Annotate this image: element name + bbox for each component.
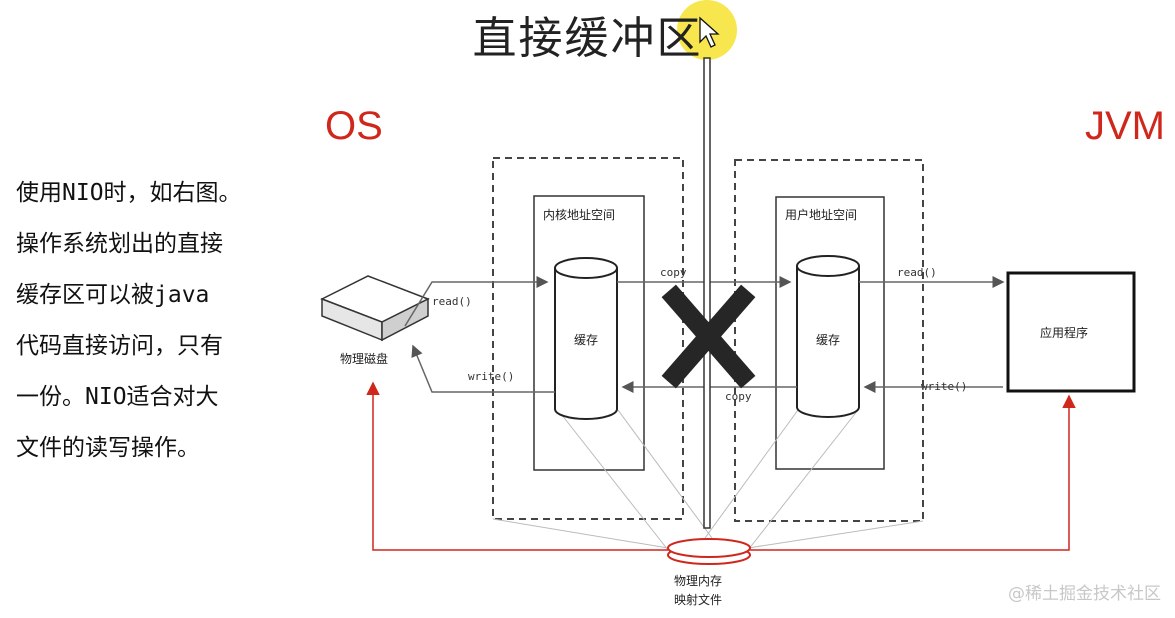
cross-mark-icon [661,284,756,389]
cache-left-label: 缓存 [574,333,599,347]
kernel-space-label: 内核地址空间 [543,208,616,222]
description-line: 使用NIO时，如右图。 [16,180,242,206]
disk-icon [320,275,430,342]
page-title: 直接缓冲区 [472,13,703,64]
cache-right-cylinder [796,255,860,418]
divider-bar [703,57,711,529]
mouse-cursor-icon [699,16,720,48]
write-right-label: write() [921,380,968,393]
app-label: 应用程序 [1040,326,1089,340]
watermark: @稀土掘金技术社区 [1008,584,1161,604]
cache-right-label: 缓存 [816,333,841,347]
user-space-label: 用户地址空间 [785,208,858,222]
description: 使用NIO时，如右图。 操作系统划出的直接 缓存区可以被java 代码直接访问，… [16,168,278,474]
copy-top-label: copy [660,266,687,279]
mapped-memory-ellipse [667,538,751,565]
description-line: 一份。NIO适合对大 [16,384,219,410]
description-line: 操作系统划出的直接 [16,231,223,257]
write-left-label: write() [468,370,515,383]
user-space-dashed-box [734,159,924,522]
cache-left-cylinder [554,257,618,420]
app-box [1006,271,1136,393]
user-space-box [775,196,885,470]
description-line: 代码直接访问，只有 [16,333,223,359]
read-right-label: read() [897,266,937,279]
mapped-memory-label-1: 物理内存 [674,574,723,588]
description-line: 缓存区可以被java [16,282,210,308]
copy-bottom-label: copy [725,390,752,403]
kernel-space-box [533,195,645,471]
jvm-label: JVM [1085,104,1165,148]
disk-label: 物理磁盘 [340,352,389,366]
mapped-memory-label-2: 映射文件 [674,593,723,607]
read-left-label: read() [432,295,472,308]
description-line: 文件的读写操作。 [16,435,200,461]
os-label: OS [325,104,383,148]
